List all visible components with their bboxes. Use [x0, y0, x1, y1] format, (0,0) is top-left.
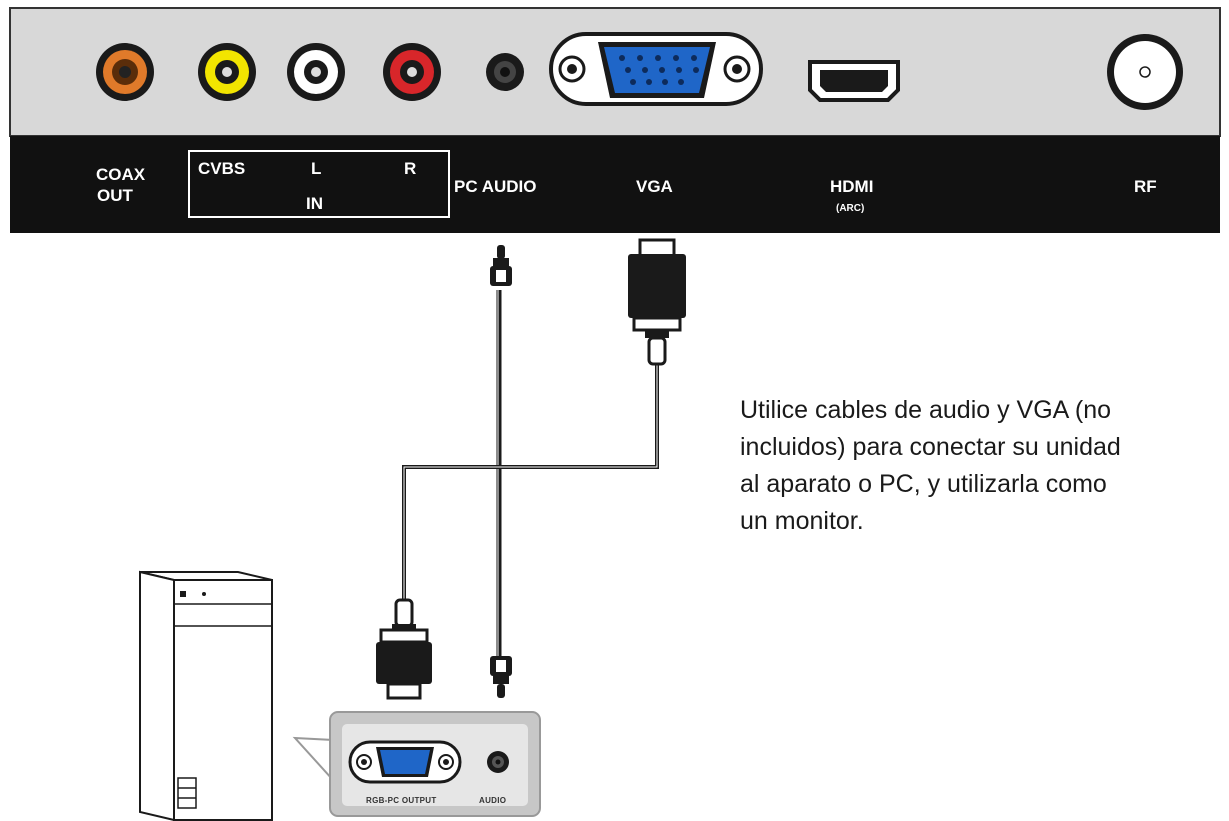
hdmi-arc-label: (ARC) — [836, 203, 865, 214]
audio-plug-bottom — [490, 656, 512, 698]
hdmi-label: HDMI — [830, 177, 874, 196]
in-group-box — [188, 150, 450, 218]
audio-right-label: R — [404, 159, 417, 178]
coax-out-jack — [96, 43, 154, 101]
pc-audio-label: PC AUDIO — [454, 177, 537, 196]
instruction-line: incluidos) para conectar su unidad — [740, 433, 1121, 461]
coax-label-line1: COAX — [96, 165, 146, 184]
vga-plug-bottom — [376, 598, 432, 700]
audio-left-jack — [287, 43, 345, 101]
coax-label-line2: OUT — [97, 186, 133, 205]
audio-left-label: L — [311, 159, 322, 178]
vga-port — [549, 32, 763, 106]
vga-plug-top — [628, 238, 686, 366]
instruction-line: un monitor. — [740, 507, 864, 535]
audio-right-jack — [383, 43, 441, 101]
instruction-text: Utilice cables de audio y VGA (no inclui… — [740, 392, 1200, 540]
rgb-pc-output-label: RGB-PC OUTPUT — [366, 796, 437, 805]
hdmi-port — [808, 60, 900, 102]
audio-cable — [496, 290, 502, 660]
instruction-line: Utilice cables de audio y VGA (no — [740, 396, 1112, 424]
instruction-line: al aparato o PC, y utilizarla como — [740, 470, 1107, 498]
pc-audio-output-label: AUDIO — [479, 796, 507, 805]
rf-label: RF — [1134, 177, 1157, 196]
vga-label: VGA — [636, 177, 673, 196]
pc-tower — [139, 570, 273, 821]
vga-cable — [402, 364, 659, 604]
audio-plug-top — [490, 245, 512, 286]
in-label: IN — [306, 194, 323, 213]
cvbs-jack — [198, 43, 256, 101]
cvbs-label: CVBS — [198, 159, 246, 178]
rf-port — [1107, 34, 1183, 110]
pc-audio-jack — [486, 53, 524, 91]
pc-output-callout — [292, 711, 541, 817]
